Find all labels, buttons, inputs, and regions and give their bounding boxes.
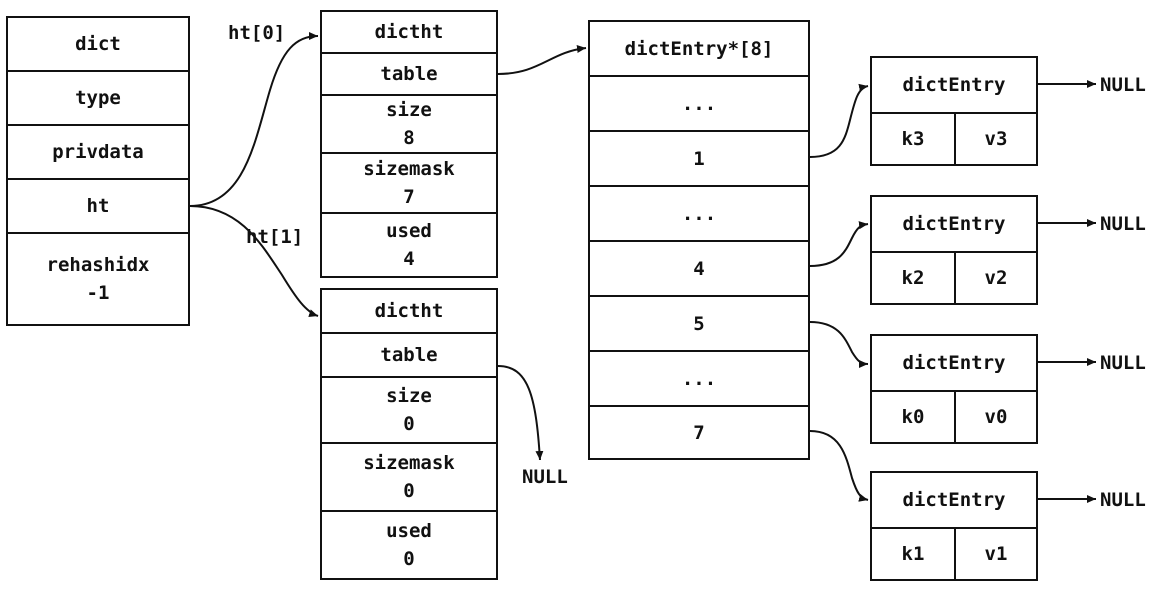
table-slot-3: 4: [588, 240, 810, 297]
table-slot-6: 7: [588, 405, 810, 460]
entry-k3-title: dictEntry: [870, 56, 1038, 114]
entry-k1-value: v1: [954, 527, 1038, 581]
ht1-used-cell: used 0: [320, 510, 498, 580]
table-slot-1: 1: [588, 130, 810, 187]
arrow-slot7-to-k1: [809, 430, 869, 502]
entry-k1-key: k1: [870, 527, 956, 581]
dict-field-rehashidx: rehashidx -1: [6, 232, 190, 326]
dict-title-cell: dict: [6, 16, 190, 72]
ht1-title-cell: dictht: [320, 288, 498, 334]
arrow-slot1-to-k3: [809, 83, 869, 158]
table-array-title-cell: dictEntry*[8]: [588, 20, 810, 77]
entry-k3-key: k3: [870, 112, 956, 166]
entry-k0-title: dictEntry: [870, 334, 1038, 392]
entry-k1-null: NULL: [1100, 489, 1146, 511]
entry-k3-null: NULL: [1100, 74, 1146, 96]
dict-title: dict: [75, 33, 121, 55]
rehashidx-value: -1: [86, 282, 110, 304]
entry-k2-key: k2: [870, 251, 956, 305]
entry-k2-title: dictEntry: [870, 195, 1038, 253]
rehashidx-label: rehashidx: [46, 254, 150, 276]
entry-k1-title: dictEntry: [870, 471, 1038, 529]
ht0-label: ht[0]: [228, 22, 286, 44]
arrow-ht0-table-to-array: [497, 45, 587, 75]
dict-field-privdata: privdata: [6, 124, 190, 180]
entry-k3-value: v3: [954, 112, 1038, 166]
ht1-size-cell: size 0: [320, 376, 498, 444]
ht0-sizemask-cell: sizemask 7: [320, 152, 498, 214]
ht1-table-null: NULL: [522, 466, 568, 488]
arrow-slot4-to-k2: [809, 221, 869, 267]
entry-k0-null: NULL: [1100, 352, 1146, 374]
arrow-ht-to-ht1: [189, 205, 319, 317]
arrow-ht-to-ht0: [189, 32, 319, 207]
entry-k0-value: v0: [954, 390, 1038, 444]
ht0-size-cell: size 8: [320, 94, 498, 154]
entry-k2-null: NULL: [1100, 213, 1146, 235]
entry-k2-value: v2: [954, 251, 1038, 305]
ht1-table-cell: table: [320, 332, 498, 378]
arrow-slot5-to-k0: [809, 321, 869, 368]
arrow-ht1-table-to-null: [497, 365, 544, 461]
ht0-used-cell: used 4: [320, 212, 498, 278]
